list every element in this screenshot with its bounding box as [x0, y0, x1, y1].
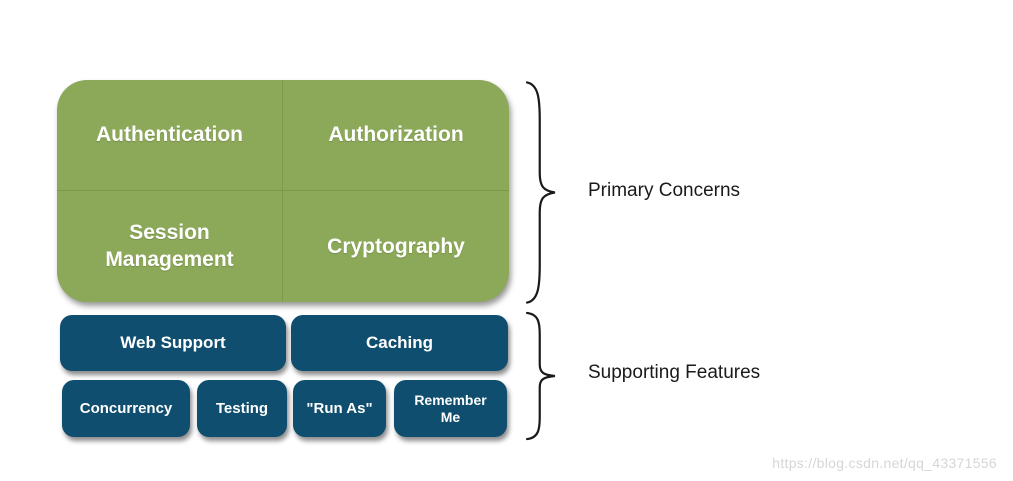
cell-authorization-label: Authorization	[328, 123, 464, 146]
cell-cryptography: Cryptography	[283, 191, 509, 302]
cell-session-management-label: Session Management	[105, 221, 234, 271]
box-web-support-label: Web Support	[120, 333, 226, 352]
box-concurrency: Concurrency	[62, 380, 190, 437]
supporting-features-label: Supporting Features	[588, 362, 761, 383]
watermark-text: https://blog.csdn.net/qq_43371556	[772, 455, 997, 471]
primary-concerns-group: Authentication Authorization Session Man…	[57, 80, 509, 302]
cell-authorization: Authorization	[283, 80, 509, 191]
cell-cryptography-label: Cryptography	[327, 234, 465, 258]
box-web-support: Web Support	[60, 315, 286, 371]
box-testing-label: Testing	[215, 400, 269, 417]
box-run-as-label: "Run As"	[306, 400, 373, 417]
cell-session-management: Session Management	[57, 191, 283, 302]
supporting-brace-icon	[522, 311, 560, 441]
box-remember-me: Remember Me	[394, 380, 507, 437]
box-remember-me-label: Remember Me	[414, 391, 487, 425]
box-run-as: "Run As"	[293, 380, 386, 437]
primary-concerns-label: Primary Concerns	[588, 180, 741, 201]
box-caching: Caching	[291, 315, 508, 371]
cell-authentication-label: Authentication	[96, 123, 243, 146]
box-concurrency-label: Concurrency	[79, 400, 173, 417]
primary-brace-icon	[522, 79, 560, 306]
box-testing: Testing	[197, 380, 287, 437]
box-caching-label: Caching	[365, 333, 434, 352]
cell-authentication: Authentication	[57, 80, 283, 191]
